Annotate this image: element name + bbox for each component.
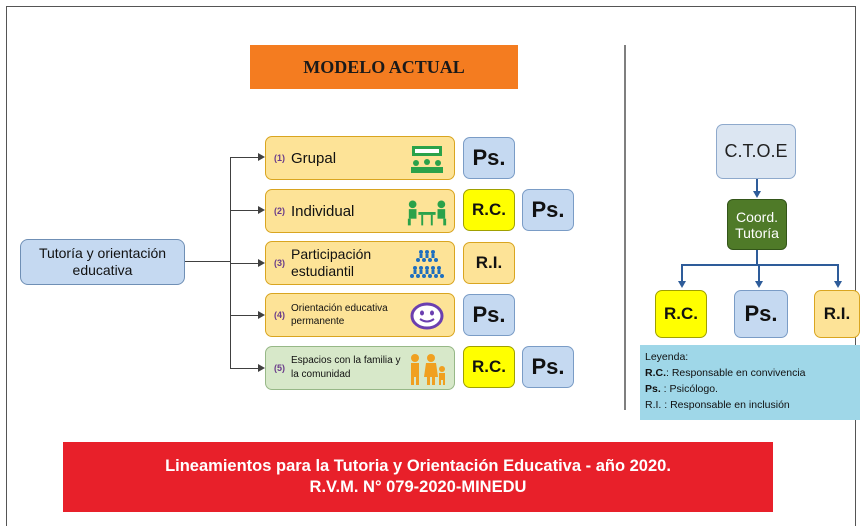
- connector-branch-2: [230, 210, 258, 211]
- footer-banner: Lineamientos para la Tutoria y Orientaci…: [63, 442, 773, 512]
- org-connector-h: [681, 264, 839, 266]
- role-ri: R.I.: [463, 242, 515, 284]
- role-ps: Ps.: [522, 189, 574, 231]
- arrowhead-3: [258, 259, 265, 267]
- role-ps: Ps.: [463, 137, 515, 179]
- students-crowd-icon: [405, 247, 449, 281]
- org-arrowhead-center: [755, 281, 763, 288]
- org-arrowhead-right: [834, 281, 842, 288]
- legend-text: : Responsable en inclusión: [661, 399, 790, 411]
- org-connector-center: [758, 264, 760, 281]
- org-connector-mid: [756, 250, 758, 265]
- item-label: Individual: [291, 202, 355, 220]
- smiley-icon: [405, 299, 449, 333]
- role-label: R.C.: [472, 200, 506, 219]
- role-rc: R.C.: [463, 189, 515, 231]
- item-participacion: (3) Participación estudiantil: [265, 241, 455, 285]
- connector-branch-5: [230, 368, 258, 369]
- org-connector-right: [837, 264, 839, 281]
- org-top-node: C.T.O.E: [716, 124, 796, 179]
- item-individual: (2) Individual: [265, 189, 455, 233]
- role-label: R.C.: [472, 357, 506, 376]
- org-arrowhead-left: [678, 281, 686, 288]
- legend-box: Leyenda: R.C.: Responsable en convivenci…: [640, 345, 860, 420]
- item-label: Orientación educativa permanente: [291, 303, 388, 327]
- connector-branch-4: [230, 315, 258, 316]
- role-label: Ps.: [472, 302, 506, 327]
- org-role-ps: Ps.: [734, 290, 788, 338]
- role-label: Ps.: [744, 301, 778, 326]
- item-label: Espacios con la familia y la comunidad: [291, 355, 401, 380]
- item-number: (4): [274, 310, 285, 320]
- org-role-ri: R.I.: [814, 290, 860, 338]
- role-label: R.C.: [664, 304, 698, 323]
- footer-line-1: Lineamientos para la Tutoria y Orientaci…: [165, 457, 671, 475]
- item-number: (1): [274, 153, 285, 163]
- section-divider: [624, 45, 626, 410]
- org-middle-label: Coord. Tutoría: [735, 208, 779, 241]
- connector-branch-3: [230, 263, 258, 264]
- org-connector-top: [756, 179, 758, 191]
- connector-branch-1: [230, 157, 258, 158]
- role-label: R.I.: [475, 253, 503, 272]
- page-frame: [6, 6, 856, 526]
- org-middle-node: Coord. Tutoría: [727, 199, 787, 250]
- root-label: Tutoría y orientación educativa: [38, 245, 167, 278]
- legend-abbr: R.C.: [645, 367, 666, 379]
- one-on-one-icon: [405, 195, 449, 229]
- item-label: Grupal: [291, 149, 337, 167]
- footer-line-2: R.V.M. N° 079-2020-MINEDU: [309, 478, 527, 496]
- diagram-title: MODELO ACTUAL: [250, 45, 518, 89]
- role-ps: Ps.: [522, 346, 574, 388]
- group-meeting-icon: [405, 142, 449, 176]
- role-label: R.I.: [823, 304, 851, 323]
- root-node: Tutoría y orientación educativa: [20, 239, 185, 285]
- role-label: Ps.: [472, 145, 506, 170]
- role-rc: R.C.: [463, 346, 515, 388]
- legend-abbr: R.I.: [645, 399, 662, 411]
- connector-root-h: [185, 261, 230, 262]
- org-role-rc: R.C.: [655, 290, 707, 338]
- org-top-label: C.T.O.E: [724, 141, 788, 161]
- item-grupal: (1) Grupal: [265, 136, 455, 180]
- legend-entry: R.I. : Responsable en inclusión: [645, 397, 855, 413]
- role-ps: Ps.: [463, 294, 515, 336]
- legend-heading: Leyenda:: [645, 351, 689, 363]
- legend-text: : Psicólogo.: [660, 383, 718, 395]
- org-connector-left: [681, 264, 683, 281]
- item-orientacion: (4) Orientación educativa permanente: [265, 293, 455, 337]
- legend-text: : Responsable en convivencia: [666, 367, 806, 379]
- item-espacios: (5) Espacios con la familia y la comunid…: [265, 346, 455, 390]
- item-number: (2): [274, 206, 285, 216]
- arrowhead-1: [258, 153, 265, 161]
- arrowhead-4: [258, 311, 265, 319]
- item-number: (5): [274, 363, 285, 373]
- arrowhead-5: [258, 364, 265, 372]
- legend-abbr: Ps.: [645, 383, 661, 395]
- org-arrowhead-top: [753, 191, 761, 198]
- item-number: (3): [274, 258, 285, 268]
- arrowhead-2: [258, 206, 265, 214]
- role-label: Ps.: [531, 354, 565, 379]
- role-label: Ps.: [531, 197, 565, 222]
- legend-entry: Ps. : Psicólogo.: [645, 381, 855, 397]
- family-icon: [405, 352, 449, 386]
- item-label: Participación estudiantil: [291, 246, 372, 279]
- legend-entry: R.C.: Responsable en convivencia: [645, 365, 855, 381]
